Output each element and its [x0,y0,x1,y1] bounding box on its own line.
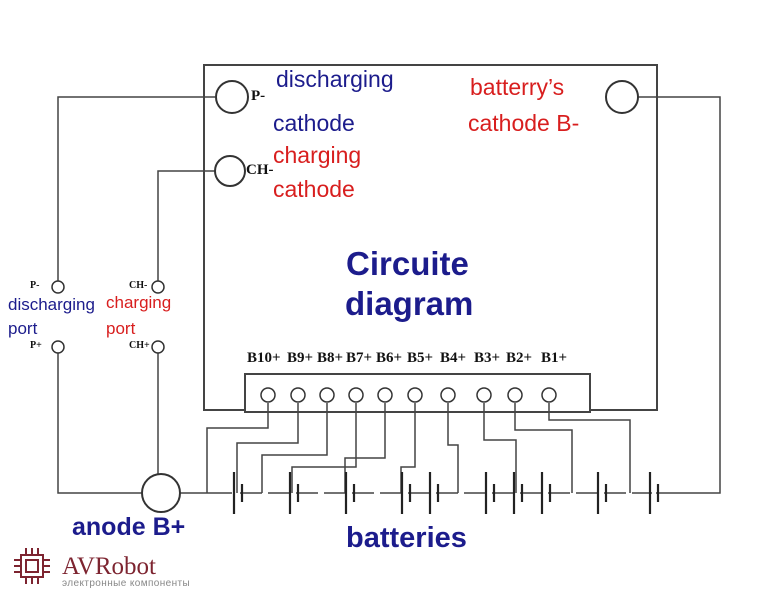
pin-b10 [260,387,276,403]
p-minus-designator: P- [251,88,266,104]
balance-pin-label: B8+ [317,350,344,366]
discharging-cathode-label-line1: discharging [276,66,394,92]
pin-b7 [348,387,364,403]
balance-pin-label: B2+ [506,350,533,366]
lead-b4 [447,403,459,493]
ch-minus-terminal [214,155,246,187]
b-minus-wire [637,96,721,494]
pin-b1 [541,387,557,403]
lead-b3 [483,403,517,493]
lead-b9 [236,403,299,493]
charging-port-label-line1: charging [106,293,172,312]
p-plus-wire [57,353,142,494]
logo-tagline: электронные компоненты [62,578,191,589]
pin-b4 [440,387,456,403]
pin-b5 [407,387,423,403]
discharging-port-label-line2: port [8,319,38,338]
pin-b3 [476,387,492,403]
lead-b2 [514,403,573,493]
lead-b7 [291,403,357,493]
discharging-wire [57,96,215,281]
pin-b8 [319,387,335,403]
logo-name: AVRobot [62,553,157,580]
balance-pin-label: B1+ [541,350,568,366]
avrobot-logo [14,548,50,584]
ch-minus-designator: CH- [246,162,274,178]
balance-pin-label: B6+ [376,350,403,366]
diagram-title-line2: diagram [345,285,474,322]
battery-cathode-label-line2: cathode B- [468,110,580,136]
lead-b10 [206,403,269,493]
left-p-minus-pin [51,280,65,294]
balance-pin-label: B3+ [474,350,501,366]
b-minus-terminal [605,80,639,114]
balance-pin-label: B9+ [287,350,314,366]
left-ch-plus-designator: CH+ [129,340,150,351]
p-minus-terminal [215,80,249,114]
pin-b2 [507,387,523,403]
balance-pin-label: B7+ [346,350,373,366]
anode-label: anode B+ [72,513,186,541]
left-p-plus-designator: P+ [30,340,42,351]
lead-b8 [261,403,328,493]
anode-terminal [141,473,181,513]
left-ch-minus-designator: CH- [129,280,148,291]
charging-cathode-label-line2: cathode [273,176,355,202]
pin-b6 [377,387,393,403]
left-p-plus-pin [51,340,65,354]
batteries-label: batteries [346,522,467,554]
balance-pin-label: B5+ [407,350,434,366]
charging-wire [157,170,217,281]
diagram-title-line1: Circuite [346,245,469,282]
lead-b1 [548,403,631,493]
balance-pin-label: B4+ [440,350,467,366]
left-ch-minus-pin [151,280,165,294]
pin-b9 [290,387,306,403]
charging-cathode-label-line1: charging [273,142,362,168]
discharging-cathode-label-line2: cathode [273,110,355,136]
left-ch-plus-pin [151,340,165,354]
battery-cathode-label-line1: batterry’s [470,74,565,100]
discharging-port-label-line1: discharging [8,295,95,314]
left-p-minus-designator: P- [30,280,40,291]
balance-pin-label: B10+ [247,350,281,366]
charging-port-label-line2: port [106,319,136,338]
lead-b6 [344,403,386,493]
